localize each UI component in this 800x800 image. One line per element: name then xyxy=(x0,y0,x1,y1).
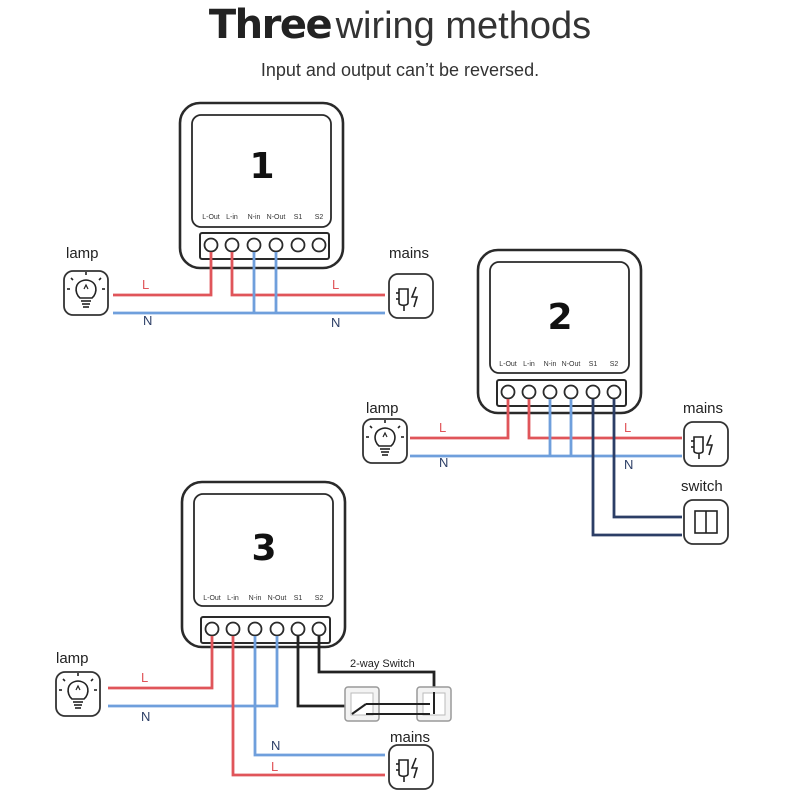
neutral-wire-label: N xyxy=(624,457,633,472)
terminal-label: L-Out xyxy=(499,361,517,368)
terminal-label: L-in xyxy=(227,595,239,602)
diagram-3: 3 L-Out L-in N-in N-Out S1 S2 xyxy=(55,480,452,790)
plug-icon xyxy=(388,744,434,790)
terminal-label: S2 xyxy=(315,595,324,602)
diagram-1-number: 1 xyxy=(249,146,274,187)
terminal-label: L-in xyxy=(523,361,535,368)
terminal-label: S2 xyxy=(610,361,619,368)
terminal-label: N-in xyxy=(544,361,557,368)
terminal-label: N-Out xyxy=(562,361,581,368)
diagram-2-number: 2 xyxy=(547,297,572,338)
terminal-label: L-Out xyxy=(202,214,220,221)
terminal-label: N-Out xyxy=(267,214,286,221)
lamp-label: lamp xyxy=(56,650,89,667)
terminal-label: N-in xyxy=(249,595,262,602)
diagram-1: 1 L-Out L-in N-in N-Out S1 S2 lamp mains… xyxy=(63,101,434,330)
switch-label: switch xyxy=(681,478,723,495)
switch-icon xyxy=(683,499,729,545)
terminal-label: S2 xyxy=(315,214,324,221)
terminal-label: N-in xyxy=(248,214,261,221)
diagram-2: 2 L-Out L-in N-in N-Out S1 S2 lamp mai xyxy=(362,248,729,545)
live-wire-label: L xyxy=(332,277,339,292)
terminal-label: L-Out xyxy=(203,595,221,602)
bulb-icon xyxy=(362,418,408,464)
terminal-label: L-in xyxy=(226,214,238,221)
mains-label: mains xyxy=(389,245,429,262)
title-bold: Three xyxy=(208,2,333,48)
terminal-label: S1 xyxy=(294,214,303,221)
plug-icon xyxy=(683,421,729,467)
mains-label: mains xyxy=(390,729,430,746)
live-wire-label: L xyxy=(271,759,278,774)
neutral-wire-label: N xyxy=(271,738,280,753)
title-rest: wiring methods xyxy=(335,5,592,47)
plug-icon xyxy=(388,273,434,319)
diagram-3-number: 3 xyxy=(251,528,276,569)
live-wire-label: L xyxy=(624,420,631,435)
lamp-label: lamp xyxy=(66,245,99,262)
live-wire-label: L xyxy=(439,420,446,435)
relay-module-2: 2 L-Out L-in N-in N-Out S1 S2 xyxy=(476,248,643,415)
page-title: Three wiring methods xyxy=(0,2,800,48)
terminal-label: S1 xyxy=(589,361,598,368)
live-wire-label: L xyxy=(141,670,148,685)
page-subtitle: Input and output can’t be reversed. xyxy=(260,60,540,80)
neutral-wire-label: N xyxy=(439,455,448,470)
lamp-label: lamp xyxy=(366,400,399,417)
relay-module-3: 3 L-Out L-in N-in N-Out S1 S2 xyxy=(180,480,347,649)
neutral-wire-label: N xyxy=(143,313,152,328)
relay-module-1: 1 L-Out L-in N-in N-Out S1 S2 xyxy=(178,101,345,270)
terminal-label: S1 xyxy=(294,595,303,602)
terminal-label: N-Out xyxy=(268,595,287,602)
bulb-icon xyxy=(63,270,109,316)
live-wire-label: L xyxy=(142,277,149,292)
neutral-wire-label: N xyxy=(331,315,340,330)
bulb-icon xyxy=(55,671,101,717)
neutral-wire-label: N xyxy=(141,709,150,724)
two-way-switch-label: 2-way Switch xyxy=(350,658,415,670)
mains-label: mains xyxy=(683,400,723,417)
